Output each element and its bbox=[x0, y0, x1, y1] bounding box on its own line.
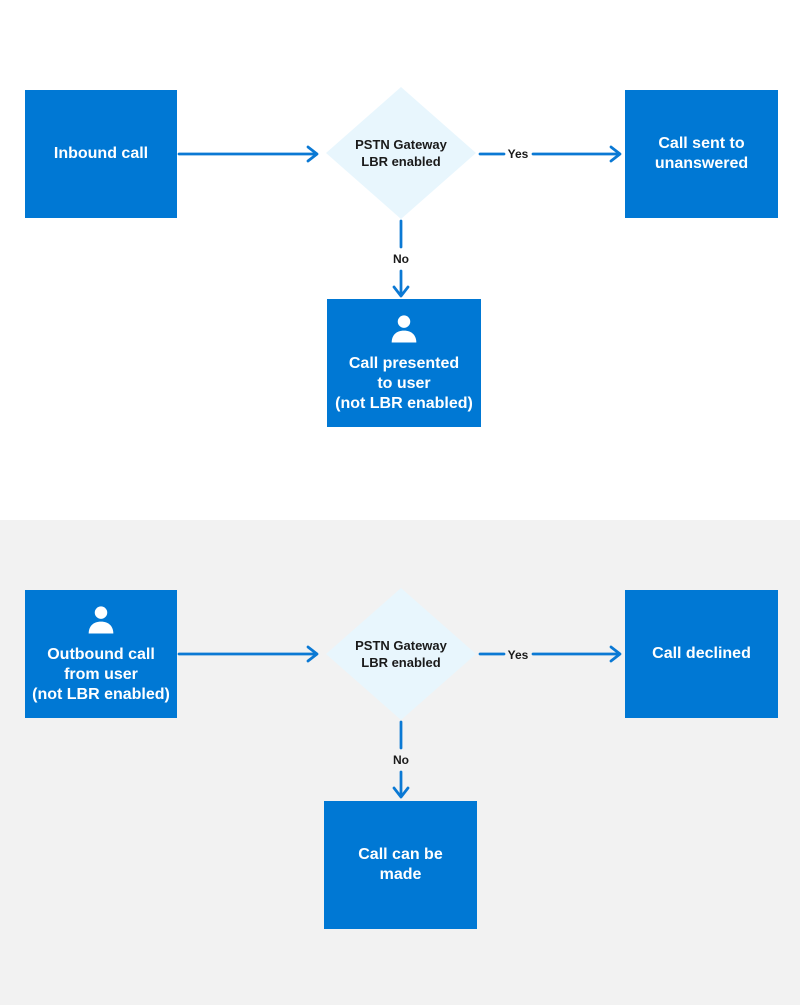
decision-diamond-outbound bbox=[326, 588, 476, 720]
node-inbound-call-label: Inbound call bbox=[53, 145, 149, 162]
node-call-presented-to-user-label: Call presented to user (not LBR enabled) bbox=[335, 354, 473, 412]
person-icon bbox=[391, 314, 417, 342]
node-call-sent-to-unanswered: Call sent to unanswered bbox=[625, 90, 778, 218]
node-call-can-be-made: Call can be made bbox=[324, 801, 477, 929]
node-call-presented-to-user: Call presented to user (not LBR enabled) bbox=[327, 299, 481, 427]
edge-label-no-inbound: No bbox=[393, 252, 409, 266]
node-outbound-call-from-user-label: Outbound call from user (not LBR enabled… bbox=[32, 645, 170, 703]
decision-label-inbound-text: PSTN Gateway LBR enabled bbox=[355, 137, 447, 169]
node-outbound-call-from-user: Outbound call from user (not LBR enabled… bbox=[25, 590, 177, 718]
arrow-decision-yes-outbound bbox=[478, 645, 622, 663]
arrow-decision-no-outbound bbox=[392, 720, 410, 799]
edge-label-yes-outbound: Yes bbox=[507, 648, 529, 662]
decision-diamond-inbound bbox=[326, 87, 476, 219]
node-call-declined: Call declined bbox=[625, 590, 778, 718]
decision-label-outbound-text: PSTN Gateway LBR enabled bbox=[355, 638, 447, 670]
node-call-declined-label: Call declined bbox=[652, 645, 751, 662]
node-call-sent-to-unanswered-label: Call sent to unanswered bbox=[654, 135, 749, 172]
arrow-inbound-to-decision bbox=[177, 145, 319, 163]
person-icon bbox=[88, 605, 114, 633]
decision-label-inbound: PSTN Gateway LBR enabled bbox=[326, 87, 476, 219]
edge-label-yes-inbound: Yes bbox=[507, 147, 529, 161]
node-call-can-be-made-label: Call can be made bbox=[358, 846, 443, 883]
edge-label-no-outbound: No bbox=[393, 753, 409, 767]
arrow-decision-no-inbound bbox=[392, 219, 410, 298]
arrow-outbound-to-decision bbox=[177, 645, 319, 663]
decision-label-outbound: PSTN Gateway LBR enabled bbox=[326, 588, 476, 720]
arrow-decision-yes-inbound bbox=[478, 145, 622, 163]
inbound-flow-section bbox=[0, 0, 800, 520]
node-inbound-call: Inbound call bbox=[25, 90, 177, 218]
